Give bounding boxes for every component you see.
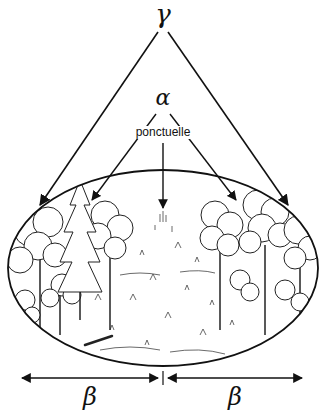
gamma-symbol: γ (155, 0, 171, 29)
beta-symbol: β (83, 384, 97, 410)
point-label: ponctuelle (134, 126, 193, 139)
alpha-symbol: α (156, 86, 171, 110)
beta-symbol: β (228, 384, 242, 410)
